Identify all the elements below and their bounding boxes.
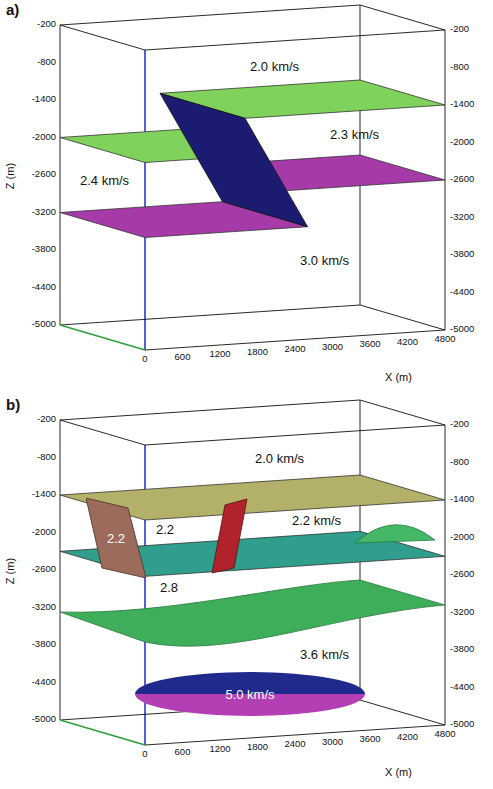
z-tick: -5000 — [450, 324, 474, 334]
axis-title: Z (m) — [4, 163, 16, 189]
box-edge — [60, 400, 360, 420]
velocity-label: 2.0 km/s — [255, 452, 304, 466]
z-tick: -5000 — [32, 319, 56, 329]
box-edge — [360, 400, 445, 425]
z-tick: -2600 — [450, 569, 474, 579]
lens-body: 5.0 km/s — [135, 672, 365, 716]
box-edge — [360, 700, 445, 725]
z-tick: -1400 — [32, 489, 56, 499]
box-edge — [60, 720, 145, 745]
z-tick: -200 — [37, 414, 56, 424]
fault-plane — [212, 499, 247, 573]
box-edge — [360, 5, 445, 30]
z-tick: -4400 — [32, 677, 56, 687]
box-edge — [445, 425, 446, 725]
z-tick: -3800 — [32, 244, 56, 254]
velocity-label: 5.0 km/s — [225, 687, 274, 702]
x-tick: 3600 — [359, 734, 380, 744]
z-tick: -3800 — [450, 644, 474, 654]
x-tick: 3000 — [322, 342, 343, 352]
x-tick: 2400 — [284, 739, 305, 749]
z-tick: -3800 — [32, 639, 56, 649]
velocity-label: 3.0 km/s — [300, 254, 349, 268]
z-tick: -4400 — [450, 682, 474, 692]
fault-block: 2.2 — [86, 498, 146, 578]
box-edge — [145, 30, 445, 50]
z-tick: -200 — [450, 24, 469, 34]
x-tick: 1200 — [209, 349, 230, 359]
panel-letter: b) — [6, 397, 20, 414]
z-tick: -2000 — [32, 527, 56, 537]
box-edge — [360, 305, 445, 330]
z-tick: -1400 — [450, 99, 474, 109]
box-edge — [60, 420, 145, 445]
dome — [355, 525, 435, 543]
x-tick: 0 — [142, 354, 147, 364]
x-tick: 0 — [142, 749, 147, 759]
z-tick: -5000 — [450, 719, 474, 729]
box-edge — [60, 305, 360, 325]
box-edge — [60, 420, 61, 720]
box-edge — [60, 25, 61, 325]
z-tick: -3200 — [450, 212, 474, 222]
z-tick: -3200 — [450, 607, 474, 617]
velocity-label: 2.4 km/s — [80, 174, 129, 188]
fault-plane — [160, 93, 308, 226]
z-tick: -2000 — [450, 532, 474, 542]
box-edge — [60, 325, 145, 350]
z-tick: -200 — [450, 419, 469, 429]
x-tick: 4200 — [397, 337, 418, 347]
z-tick: -2000 — [32, 132, 56, 142]
velocity-label: 2.2 km/s — [292, 514, 341, 528]
x-tick: 3600 — [359, 339, 380, 349]
axis-title: Z (m) — [4, 558, 16, 584]
z-tick: -2600 — [32, 169, 56, 179]
axis-title: X (m) — [385, 766, 412, 778]
x-tick: 1200 — [209, 744, 230, 754]
panel-letter: a) — [6, 2, 19, 19]
z-tick: -1400 — [32, 94, 56, 104]
z-tick: -800 — [37, 452, 56, 462]
x-tick: 4800 — [434, 729, 455, 739]
z-tick: -800 — [450, 62, 469, 72]
box-edge — [144, 50, 146, 350]
z-tick: -2000 — [450, 137, 474, 147]
x-tick: 2400 — [284, 344, 305, 354]
x-tick: 600 — [175, 747, 191, 757]
box-edge — [145, 425, 445, 445]
z-tick: -2600 — [32, 564, 56, 574]
box-edge — [60, 25, 145, 50]
x-tick: 600 — [175, 352, 191, 362]
x-tick: 3000 — [322, 737, 343, 747]
z-tick: -200 — [37, 19, 56, 29]
z-tick: -800 — [37, 57, 56, 67]
z-tick: -2600 — [450, 174, 474, 184]
x-tick: 4200 — [397, 732, 418, 742]
undulating-horizon — [60, 580, 445, 646]
box-edge — [60, 5, 360, 25]
velocity-label: 2.2 — [156, 523, 174, 537]
velocity-label: 2.8 — [160, 581, 178, 595]
velocity-label: 2.2 — [107, 531, 125, 546]
velocity-label: 2.3 km/s — [330, 128, 379, 142]
z-tick: -3800 — [450, 249, 474, 259]
x-tick: 1800 — [247, 347, 268, 357]
z-tick: -4400 — [32, 282, 56, 292]
velocity-label: 2.0 km/s — [250, 60, 299, 74]
axis-title: X (m) — [385, 371, 412, 383]
z-tick: -3200 — [32, 602, 56, 612]
x-tick: 1800 — [247, 742, 268, 752]
z-tick: -1400 — [450, 494, 474, 504]
x-tick: 4800 — [434, 334, 455, 344]
z-tick: -4400 — [450, 287, 474, 297]
z-tick: -5000 — [32, 714, 56, 724]
z-tick: -3200 — [32, 207, 56, 217]
fault-block-shape — [86, 498, 146, 578]
velocity-label: 3.6 km/s — [300, 648, 349, 662]
z-tick: -800 — [450, 457, 469, 467]
